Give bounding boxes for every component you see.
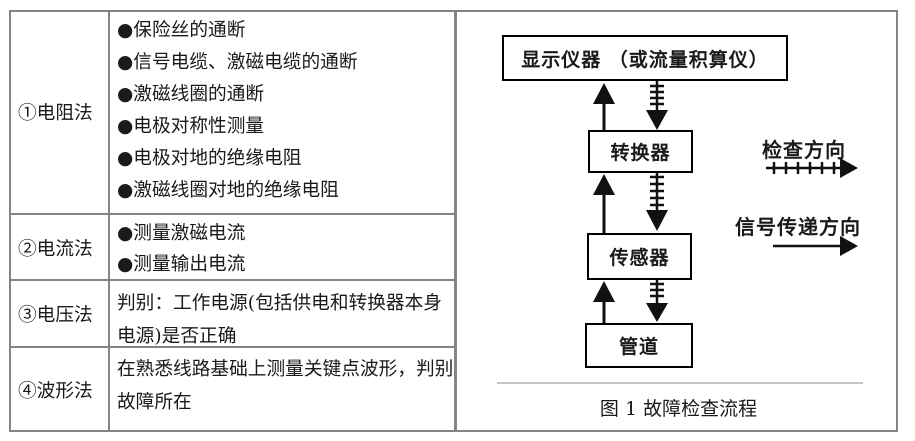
table-row: ④波形法 在熟悉线路基础上测量关键点波形，判别故障所在 — [11, 346, 454, 430]
flowchart-box-label: 管道 — [618, 336, 659, 358]
down-ticked-arrow-icon — [646, 81, 668, 322]
row-content: ●保险丝的通断 ●信号电缆、激磁电缆的通断 ●激磁线圈的通断 ●电极对称性测量 … — [110, 10, 454, 213]
flowchart-box-display: 显示仪器 （或流量积算仪） — [502, 35, 788, 81]
flowchart-arrows — [497, 81, 863, 384]
row-label: ③电压法 — [11, 281, 110, 346]
bullet-item: ●电极对称性测量 — [117, 116, 265, 137]
bullet-item: ●电极对地的绝缘电阻 — [117, 148, 302, 169]
up-arrow-icon — [593, 83, 615, 324]
column-divider — [454, 10, 457, 432]
bullet-item: ●保险丝的通断 — [117, 20, 246, 41]
flowchart-box-converter: 转换器 — [588, 130, 693, 173]
row-content: 在熟悉线路基础上测量关键点波形，判别故障所在 — [110, 348, 454, 430]
row-text: 判别：工作电源(包括供电和转换器本身电源)是否正确 — [117, 293, 442, 346]
row-content: ●测量激磁电流 ●测量输出电流 — [110, 215, 454, 279]
legend-signal-direction-label: 信号传递方向 — [735, 215, 861, 239]
bullet-item: ●信号电缆、激磁电缆的通断 — [117, 52, 358, 73]
bullet-item: ●激磁线圈对地的绝缘电阻 — [117, 180, 339, 201]
legend-check-direction-label: 检查方向 — [762, 138, 846, 162]
bullet-item: ●测量输出电流 — [117, 254, 246, 275]
row-label: ④波形法 — [11, 348, 110, 430]
solid-arrow-right-icon — [773, 236, 858, 256]
table-row: ①电阻法 ●保险丝的通断 ●信号电缆、激磁电缆的通断 ●激磁线圈的通断 ●电极对… — [11, 10, 454, 213]
flowchart-box-sensor: 传感器 — [587, 233, 692, 280]
flowchart-box-label: 转换器 — [610, 142, 671, 164]
bullet-item: ●激磁线圈的通断 — [117, 84, 265, 105]
row-label: ①电阻法 — [11, 10, 110, 213]
bullet-item: ●测量激磁电流 — [117, 223, 246, 244]
flowchart-box-label: 显示仪器 （或流量积算仪） — [521, 48, 769, 71]
row-label: ②电流法 — [11, 215, 110, 279]
ticked-arrow-right-icon — [766, 158, 858, 178]
table-row: ③电压法 判别：工作电源(包括供电和转换器本身电源)是否正确 — [11, 279, 454, 346]
figure-caption: 图 1 故障检查流程 — [599, 398, 758, 420]
row-text: 在熟悉线路基础上测量关键点波形，判别故障所在 — [117, 359, 454, 413]
flowchart-box-pipe: 管道 — [585, 323, 693, 368]
flowchart-box-label: 传感器 — [609, 247, 670, 269]
table-row: ②电流法 ●测量激磁电流 ●测量输出电流 — [11, 213, 454, 279]
row-content: 判别：工作电源(包括供电和转换器本身电源)是否正确 — [110, 281, 454, 346]
